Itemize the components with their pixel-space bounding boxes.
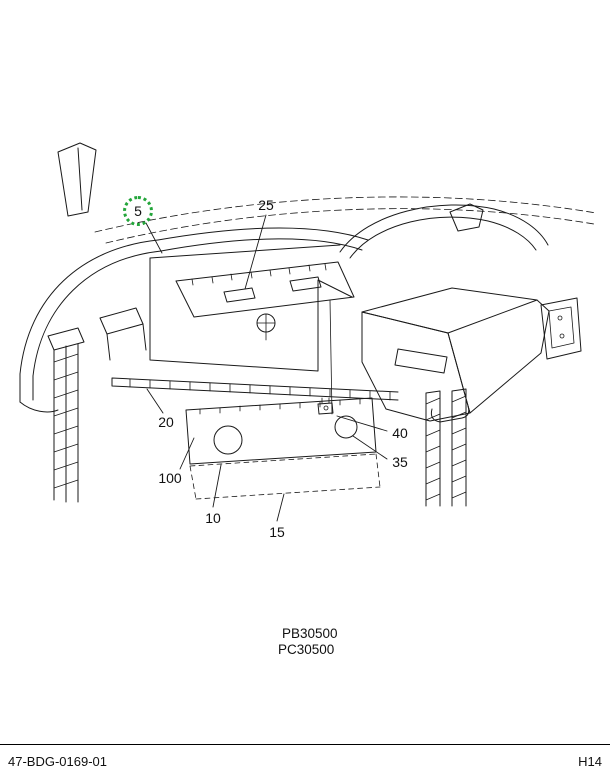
callout-100: 100 [158, 470, 182, 486]
callout-35: 35 [392, 454, 408, 470]
right-supports [425, 388, 467, 507]
leader-lines [145, 214, 388, 522]
sheet-code: H14 [578, 753, 602, 769]
callout-5-stamp: 5 [123, 196, 153, 226]
mounting-rail [111, 377, 399, 401]
right-dash-panel [361, 287, 582, 423]
lower-access-panel [185, 397, 381, 500]
callout-25: 25 [258, 197, 274, 213]
part-code-primary: PB30500 [282, 626, 338, 641]
left-supports [47, 307, 147, 503]
callout-20: 20 [158, 414, 174, 430]
document-number: 47-BDG-0169-01 [8, 753, 107, 769]
part-code-secondary: PC30500 [278, 642, 335, 657]
part-codes: PB30500 PC30500 [278, 626, 338, 658]
callout-15: 15 [269, 524, 285, 540]
top-structure [19, 142, 597, 413]
footer: 47-BDG-0169-01 H14 [0, 744, 610, 777]
callout-10: 10 [205, 510, 221, 526]
hvac-housing [149, 244, 355, 415]
callout-40: 40 [392, 425, 408, 441]
callout-5-label: 5 [134, 203, 142, 219]
